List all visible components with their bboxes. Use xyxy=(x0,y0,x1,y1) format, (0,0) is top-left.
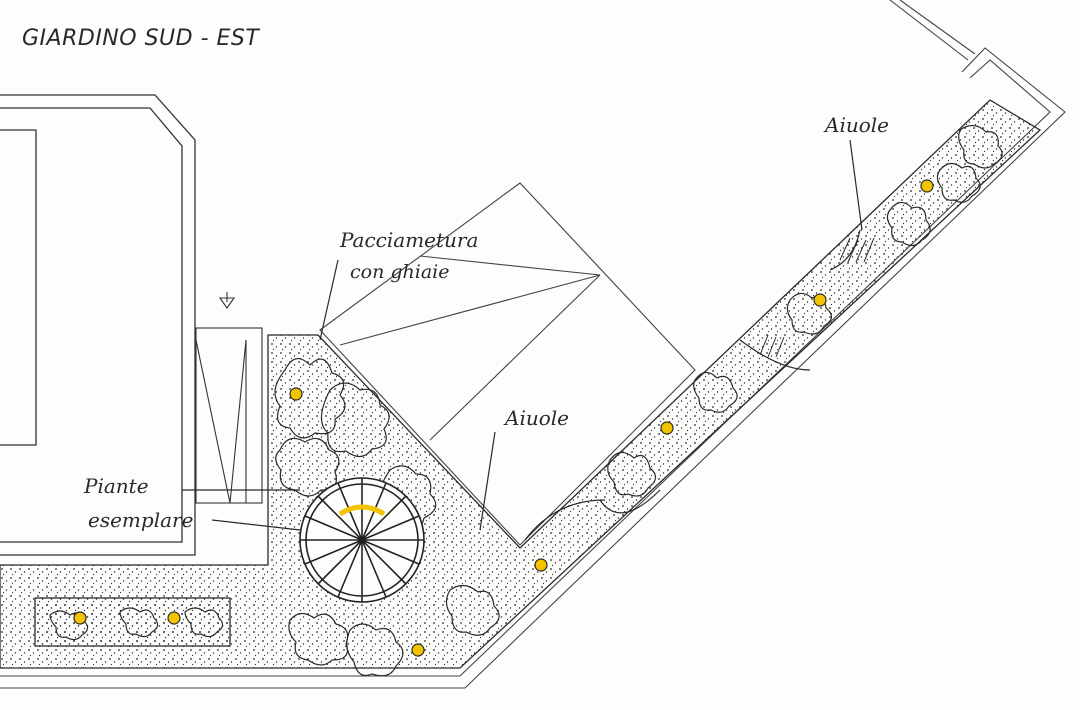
label-specimen-line1: Piante xyxy=(83,474,149,498)
plan-title: GIARDINO SUD - EST xyxy=(22,26,260,51)
small-flowerbed-left xyxy=(34,597,231,647)
specimen-tree xyxy=(299,477,425,603)
entrance-steps xyxy=(195,292,263,504)
leader-lines xyxy=(182,139,863,531)
gravel-mulch-areas xyxy=(0,99,1042,669)
label-flowerbeds-right: Aiuole xyxy=(823,113,889,137)
label-mulch-line2: con ghiaie xyxy=(350,261,449,283)
flower-markers xyxy=(73,179,934,657)
building-outline xyxy=(0,94,196,556)
bed-hatching xyxy=(759,237,875,358)
label-specimen-line2: esemplare xyxy=(88,508,193,532)
label-mulch-line1: Pacciametura xyxy=(339,228,478,252)
terrace-paving xyxy=(319,182,696,546)
shrub-groups xyxy=(49,124,1003,677)
boundary-wall xyxy=(0,0,1066,689)
label-flowerbeds-center: Aiuole xyxy=(503,406,569,430)
